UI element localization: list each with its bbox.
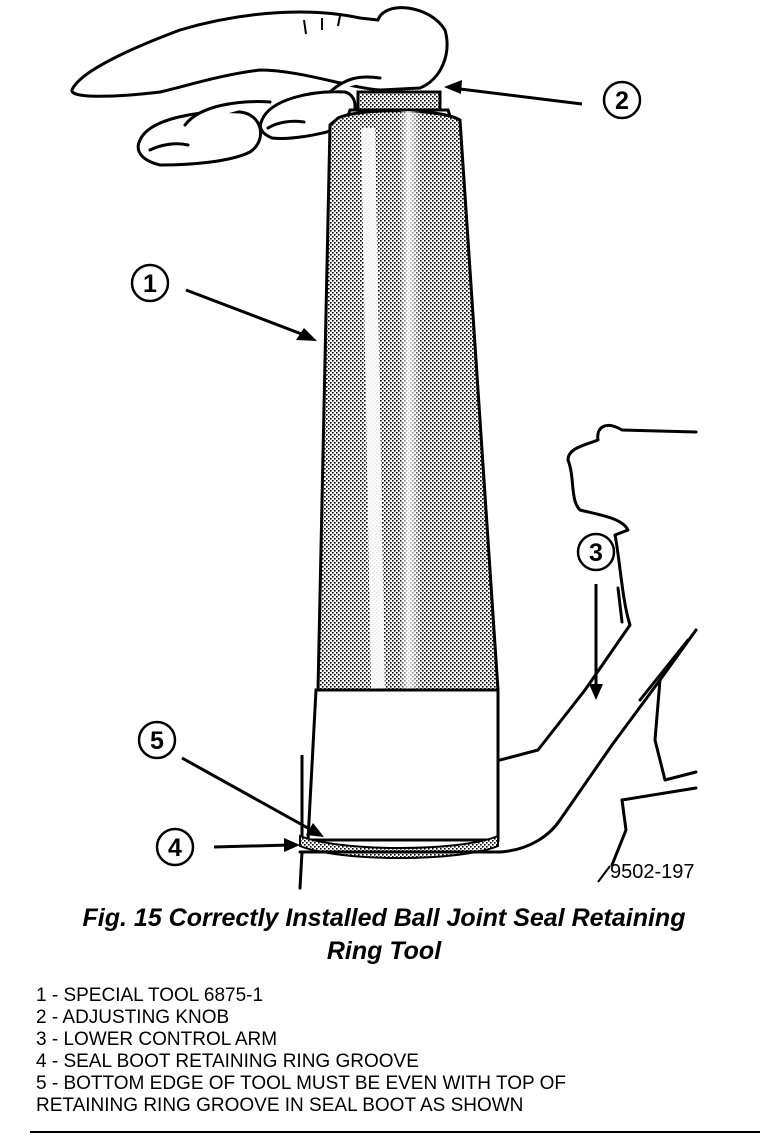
caption-line-2: Ring Tool bbox=[326, 937, 442, 965]
legend-list: 1 - SPECIAL TOOL 6875-1 2 - ADJUSTING KN… bbox=[36, 985, 756, 1117]
legend-item: 5 - BOTTOM EDGE OF TOOL MUST BE EVEN WIT… bbox=[36, 1073, 566, 1094]
callout-1: 1 bbox=[130, 263, 317, 341]
svg-text:2: 2 bbox=[615, 87, 629, 115]
figure-id: 9502-197 bbox=[610, 861, 695, 883]
caption-line-1: Fig. 15 Correctly Installed Ball Joint S… bbox=[82, 904, 686, 932]
figure-caption: Fig. 15 Correctly Installed Ball Joint S… bbox=[0, 902, 768, 968]
callout-4: 4 bbox=[155, 827, 300, 867]
legend-item: 4 - SEAL BOOT RETAINING RING GROOVE bbox=[36, 1051, 419, 1072]
svg-text:5: 5 bbox=[150, 727, 164, 755]
svg-text:1: 1 bbox=[143, 270, 157, 298]
tool-illustration: 1 2 3 4 5 9502-197 bbox=[70, 6, 698, 890]
legend-item: 1 - SPECIAL TOOL 6875-1 bbox=[36, 985, 264, 1006]
special-tool-drawing bbox=[299, 109, 500, 859]
legend-item: 3 - LOWER CONTROL ARM bbox=[36, 1029, 278, 1050]
svg-text:3: 3 bbox=[589, 539, 603, 567]
callout-5: 5 bbox=[137, 720, 324, 837]
lower-control-arm-drawing bbox=[298, 424, 698, 890]
callout-3: 3 bbox=[576, 532, 616, 700]
bottom-divider bbox=[30, 1131, 760, 1133]
legend-item: 2 - ADJUSTING KNOB bbox=[36, 1007, 230, 1028]
hand-drawing bbox=[70, 6, 449, 167]
callout-2: 2 bbox=[444, 80, 642, 120]
svg-text:4: 4 bbox=[168, 834, 182, 862]
legend-item: RETAINING RING GROOVE IN SEAL BOOT AS SH… bbox=[36, 1095, 524, 1116]
